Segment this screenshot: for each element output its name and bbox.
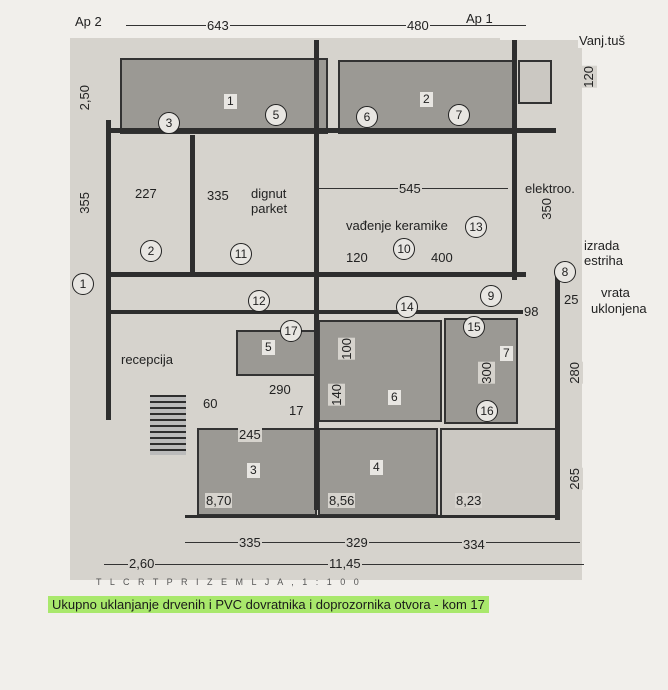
dim-120: 120 — [345, 250, 369, 265]
marker-16: 16 — [476, 400, 498, 422]
ap2-label: Ap 2 — [74, 14, 103, 29]
marker-10: 10 — [393, 238, 415, 260]
dim-17: 17 — [288, 403, 305, 418]
wall — [314, 40, 319, 510]
highlighted-note: Ukupno uklanjanje drvenih i PVC dovratni… — [48, 596, 489, 613]
marker-8: 8 — [554, 261, 576, 283]
label-uklonjena: uklonjena — [590, 301, 648, 316]
dim-bottom-335: 335 — [238, 535, 262, 550]
dim-bottom-329: 329 — [345, 535, 369, 550]
dim-335: 335 — [206, 188, 230, 203]
dim-line — [126, 25, 396, 26]
dim-400: 400 — [430, 250, 454, 265]
dim-line — [185, 542, 580, 543]
marker-9: 9 — [480, 285, 502, 307]
dim-280: 280 — [566, 362, 583, 384]
dim-60: 60 — [202, 396, 219, 411]
dim-100: 100 — [338, 338, 355, 360]
label-izrada: izrada — [583, 238, 621, 253]
dim-643: 643 — [206, 18, 230, 33]
margin — [500, 0, 590, 40]
label-vrata: vrata — [600, 285, 631, 300]
room-6 — [318, 320, 442, 422]
dim-227: 227 — [134, 186, 158, 201]
wall — [512, 40, 517, 280]
room-2-label: 2 — [420, 92, 433, 107]
label-elektroo: elektroo. — [524, 181, 576, 196]
marker-2: 2 — [140, 240, 162, 262]
dim-480: 480 — [406, 18, 430, 33]
ap1-label: Ap 1 — [465, 11, 494, 26]
marker-17: 17 — [280, 320, 302, 342]
label-recepcija: recepcija — [120, 352, 175, 367]
room-5-label: 5 — [262, 340, 275, 355]
dim-120-tus: 120 — [580, 66, 597, 88]
marker-13: 13 — [465, 216, 487, 238]
area-823: 8,23 — [455, 493, 483, 508]
wall — [555, 270, 560, 520]
wall — [106, 128, 556, 133]
dim-265: 265 — [566, 468, 583, 490]
room-1-label: 1 — [224, 94, 237, 109]
area-856: 8,56 — [328, 493, 356, 508]
wall — [106, 120, 111, 420]
marker-12: 12 — [248, 290, 270, 312]
room-3-label: 3 — [247, 463, 260, 478]
marker-1: 1 — [72, 273, 94, 295]
marker-5: 5 — [265, 104, 287, 126]
marker-14: 14 — [396, 296, 418, 318]
dim-245: 245 — [238, 427, 262, 442]
room-5 — [236, 330, 316, 376]
dim-bottom-334: 334 — [462, 537, 486, 552]
label-estriha: estriha — [583, 253, 625, 268]
margin — [582, 0, 668, 600]
dim-1145: 11,45 — [328, 556, 362, 571]
dim-355: 355 — [76, 192, 93, 214]
marker-3: 3 — [158, 112, 180, 134]
room-7-label: 7 — [500, 346, 513, 361]
dim-140: 140 — [328, 384, 345, 406]
dim-25: 25 — [563, 292, 580, 307]
dim-300: 300 — [478, 362, 495, 384]
dim-290: 290 — [268, 382, 292, 397]
area-870: 8,70 — [205, 493, 233, 508]
dim-98: 98 — [523, 304, 540, 319]
marker-6: 6 — [356, 106, 378, 128]
dim-260: 2,60 — [128, 556, 156, 571]
room-4-label: 4 — [370, 460, 383, 475]
label-vadjenje-keramike: vađenje keramike — [345, 218, 449, 233]
wall — [185, 515, 557, 518]
vanj-tus-label: Vanj.tuš — [578, 33, 627, 48]
room-6-label: 6 — [388, 390, 401, 405]
marker-15: 15 — [463, 316, 485, 338]
marker-7: 7 — [448, 104, 470, 126]
label-dignut: dignut — [250, 186, 288, 201]
label-parket: parket — [250, 201, 289, 216]
vanjski-tus — [518, 60, 552, 104]
dim-350: 350 — [538, 198, 555, 220]
dim-250: 2,50 — [76, 85, 93, 111]
stairs — [150, 395, 186, 455]
title-strip: T L C R T P R I Z E M L J A , 1 : 1 0 0 — [96, 577, 362, 587]
marker-11: 11 — [230, 243, 252, 265]
wall — [190, 135, 195, 275]
dim-545: 545 — [398, 181, 422, 196]
